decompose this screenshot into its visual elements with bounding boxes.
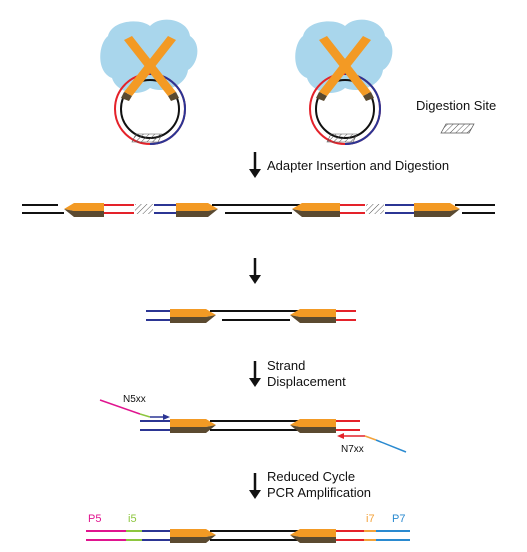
step3-label-line1: Strand [267, 358, 305, 373]
fragment4-transposon-right [290, 529, 336, 537]
step3-label-line2: Displacement [267, 374, 346, 389]
fragment4-transposon-right-edge [290, 535, 336, 543]
fragment2-transposon-left [170, 309, 216, 317]
step4-label-line2: PCR Amplification [267, 485, 371, 500]
transposase-arm-left-a-edge [168, 92, 179, 101]
amplified-library-fragment [86, 529, 410, 543]
n7-primer-arrowhead [337, 433, 344, 439]
fragment3-transposon-right [290, 419, 336, 427]
transposase-arm-right-a-edge [363, 92, 374, 101]
transposome-complex-right [295, 19, 393, 145]
fragment3-transposon-left [170, 419, 216, 427]
fragment-after-digestion [146, 309, 356, 323]
fragment4-transposon-left-edge [170, 535, 216, 543]
n5-primer-arrowhead [163, 414, 170, 420]
transposase-arm-right-b [319, 36, 371, 96]
displaced-fragment [140, 419, 360, 433]
i7-label: i7 [366, 513, 375, 525]
transposase-cloud-left [100, 19, 198, 93]
step4-arrow [249, 473, 261, 499]
fragment2-transposon-right-edge [290, 315, 336, 323]
fragment4-transposon-left [170, 529, 216, 537]
n7-primer [337, 433, 407, 453]
step1-arrow [249, 152, 261, 178]
step2-arrow [249, 258, 261, 284]
tagmented-dna-row [22, 203, 495, 217]
transposon-right-1 [292, 203, 340, 211]
step4-label-line1: Reduced Cycle [267, 469, 355, 484]
transposase-arm-left-b-edge [121, 92, 132, 101]
step3-arrow [249, 361, 261, 387]
digestion-site-legend-swatch [440, 123, 475, 134]
n5-primer [99, 399, 170, 420]
digestion-site-row1-left [135, 204, 153, 214]
step1-label: Adapter Insertion and Digestion [267, 158, 449, 173]
transposon-left-2 [176, 203, 218, 211]
n5-primer-label: N5xx [123, 394, 146, 405]
i5-label: i5 [128, 513, 137, 525]
transposon-left-1-edge [64, 209, 104, 217]
transposase-arm-left-b [124, 36, 176, 96]
transposon-right-2 [414, 203, 460, 211]
p7-label: P7 [392, 513, 405, 525]
digestion-site-right [326, 133, 358, 143]
fragment3-transposon-left-edge [170, 425, 216, 433]
n7-primer-label: N7xx [341, 444, 364, 455]
transposon-right-2-edge [414, 209, 460, 217]
digestion-site-legend-label: Digestion Site [416, 98, 496, 113]
p5-label: P5 [88, 513, 101, 525]
transposon-left-1 [64, 203, 104, 211]
plasmid-ring-right-blue [344, 73, 381, 145]
digestion-site-left [131, 133, 163, 143]
transposase-arm-right-b-edge [316, 92, 327, 101]
plasmid-ring-left-blue [149, 73, 186, 145]
transposon-right-1-edge [292, 209, 340, 217]
transposome-complex-left [100, 19, 198, 145]
transposon-left-2-edge [176, 209, 218, 217]
fragment2-transposon-left-edge [170, 315, 216, 323]
fragment2-transposon-right [290, 309, 336, 317]
fragment3-transposon-right-edge [290, 425, 336, 433]
digestion-site-row1-right [366, 204, 384, 214]
transposase-cloud-right [295, 19, 393, 93]
